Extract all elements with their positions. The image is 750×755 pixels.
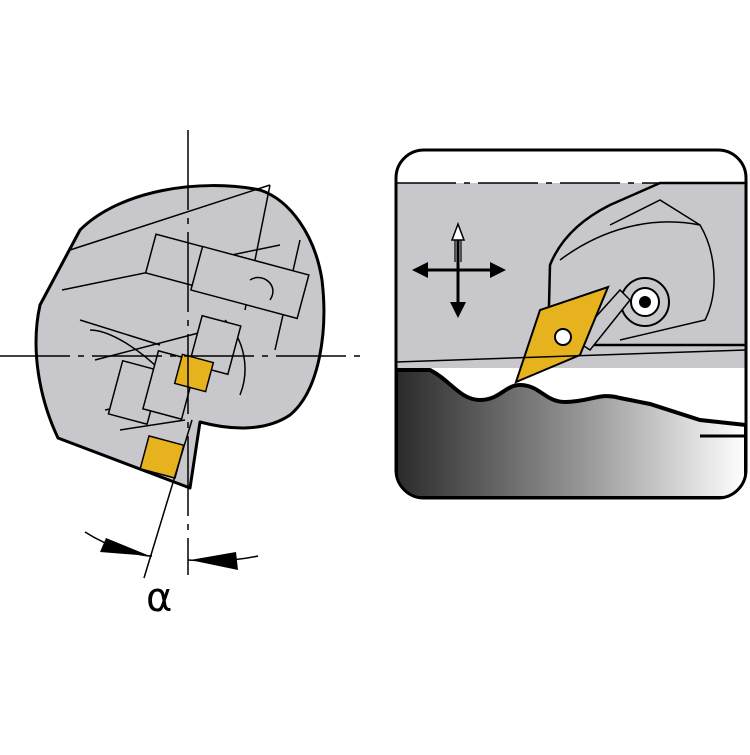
insert-upper: [173, 353, 215, 393]
tool-head-body: [34, 184, 326, 490]
clamp-screw-socket: [639, 296, 651, 308]
angle-label: α: [146, 575, 173, 621]
inclined-axis: [143, 419, 193, 579]
machining-detail-view: [394, 148, 748, 500]
workpiece: [396, 368, 746, 498]
four-way-arrow-icon: [412, 221, 506, 318]
center-lines: [0, 130, 362, 575]
tool-head-view: [0, 130, 362, 579]
insert-screw-hole: [554, 328, 572, 346]
detail-frame: [394, 148, 748, 500]
clamp-screw-upper: [144, 233, 310, 320]
angle-arrow-right: [190, 552, 238, 570]
holder-face: [609, 199, 701, 226]
angle-arrow-left: [100, 538, 150, 556]
workpiece-shadow-line: [396, 349, 746, 363]
